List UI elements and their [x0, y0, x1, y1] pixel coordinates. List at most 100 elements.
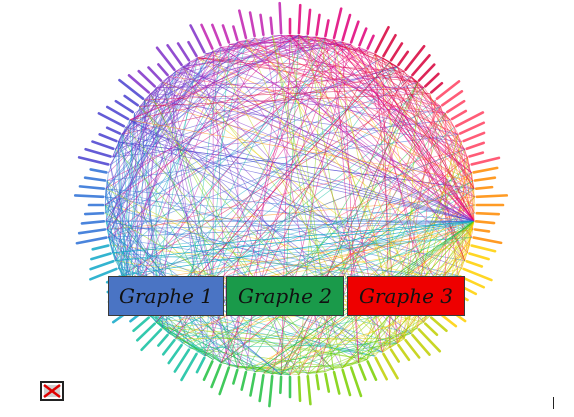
graph-edge [162, 327, 398, 344]
node-label-mark [140, 328, 163, 352]
graph-edge [161, 81, 239, 369]
node-label-mark [382, 33, 397, 58]
node-label-mark [268, 374, 274, 408]
node-label-mark [180, 352, 198, 382]
node-label-mark [458, 121, 486, 135]
graph-edge [382, 57, 391, 63]
node-label-mark [297, 375, 302, 403]
graph-edge [316, 36, 425, 323]
graph-edge [117, 39, 247, 269]
graph-edge [117, 141, 334, 371]
graph-edge [221, 46, 446, 114]
graph-edge [156, 41, 343, 89]
graph-edge [221, 46, 475, 222]
graph-edge [461, 221, 475, 269]
graph-edge [155, 87, 475, 222]
graph-edge [221, 156, 468, 364]
node-label-mark [132, 316, 150, 333]
graph-edge [307, 35, 472, 174]
graph-edge [114, 149, 131, 291]
graph-edge [189, 57, 198, 63]
node-label-mark [202, 360, 214, 381]
node-label-mark [89, 259, 115, 271]
node-label-mark [450, 109, 468, 121]
graph-edge [112, 220, 475, 254]
graph-edge [129, 119, 475, 222]
graph-edge [289, 71, 405, 376]
node-label-mark [221, 24, 231, 44]
node-label-mark [315, 373, 320, 391]
node-label-mark [78, 185, 106, 190]
node-label-mark [473, 228, 491, 233]
graph-edge [396, 66, 466, 261]
node-label-mark [84, 147, 112, 158]
graph-edge [341, 41, 475, 190]
graph-edge [112, 36, 264, 254]
graph-edge [254, 37, 466, 261]
node-label-mark [97, 112, 126, 128]
graph-edge [324, 37, 466, 150]
node-label-mark [374, 356, 388, 381]
node-label-mark [470, 156, 501, 166]
node-label-mark [397, 50, 410, 67]
graph-edge [144, 36, 264, 311]
graphe-1-button[interactable]: Graphe 1 [108, 276, 224, 316]
graph-edge [149, 93, 360, 364]
graph-edge [237, 41, 475, 222]
graphe-2-button[interactable]: Graphe 2 [226, 276, 344, 316]
graph-edge [121, 220, 475, 276]
node-label-mark [91, 140, 115, 151]
node-label-mark [189, 24, 206, 54]
graph-edges [104, 34, 476, 376]
node-label-mark [306, 8, 312, 36]
node-label-mark [232, 368, 239, 385]
node-label-mark [173, 348, 191, 373]
graph-edge [125, 149, 465, 284]
node-label-mark [454, 111, 485, 128]
graph-edge [105, 66, 398, 222]
node-label-mark [249, 372, 256, 397]
node-label-mark [176, 42, 191, 62]
graph-edge [129, 76, 170, 291]
node-label-mark [118, 78, 145, 100]
graph-edge [162, 327, 367, 360]
node-label-mark [278, 1, 283, 35]
node-label-mark [127, 74, 150, 94]
graph-edge [125, 113, 135, 283]
node-label-mark [279, 375, 283, 395]
node-label-mark [238, 9, 248, 40]
graph-edge [237, 41, 468, 158]
node-label-mark [366, 360, 378, 381]
graph-edge [182, 66, 475, 198]
graph-edge [254, 37, 436, 311]
graph-edge [175, 338, 206, 357]
node-label-mark [404, 338, 421, 359]
node-label-mark [430, 81, 444, 94]
graph-edge [389, 61, 475, 190]
graph-edge [298, 81, 418, 375]
graph-edge [121, 134, 376, 357]
graph-edge [144, 99, 475, 198]
graph-edge [382, 338, 405, 353]
graph-edge [121, 134, 475, 222]
graph-edge [246, 333, 412, 371]
graph-edge [108, 220, 475, 238]
graphe-3-button[interactable]: Graphe 3 [347, 276, 465, 316]
graph-edge [175, 204, 476, 339]
graph-edge [389, 61, 475, 222]
node-label-mark [258, 373, 265, 403]
graph-edge [105, 41, 239, 190]
text-cursor [553, 397, 554, 409]
graph-edge [155, 321, 273, 375]
node-label-mark [211, 23, 222, 47]
node-label-mark [137, 69, 156, 88]
graph-edge [129, 119, 441, 304]
node-label-mark [472, 236, 503, 245]
node-label-mark [472, 166, 499, 174]
node-label-mark [187, 40, 198, 58]
node-label-mark [435, 80, 461, 100]
node-label-mark [269, 16, 274, 36]
graph-edge [341, 41, 475, 222]
graph-edge [246, 81, 418, 371]
graph-edge [125, 126, 475, 222]
